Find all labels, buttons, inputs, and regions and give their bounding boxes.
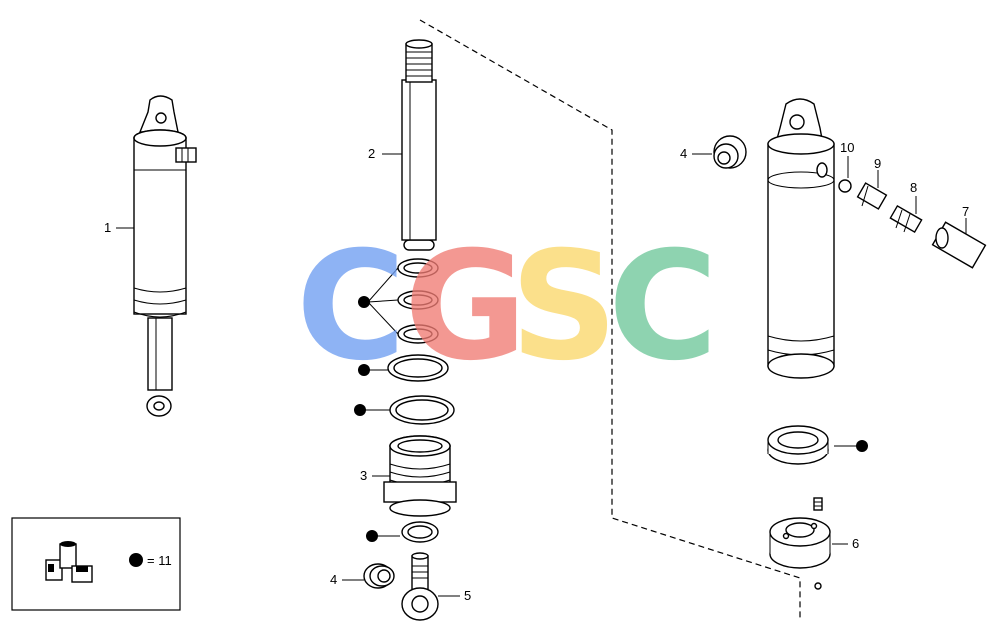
end-cap xyxy=(769,517,831,569)
bushing-lower xyxy=(363,563,395,589)
callout-1: 1 xyxy=(104,220,111,235)
set-screw xyxy=(813,497,823,511)
callout-9: 9 xyxy=(874,156,881,171)
seal-rings xyxy=(387,258,455,425)
fitting-9 xyxy=(856,182,888,210)
filled-dot-icon xyxy=(366,530,378,542)
callout-6: 6 xyxy=(852,536,859,551)
bushing-upper xyxy=(713,135,747,169)
filled-dot-icon xyxy=(354,404,366,416)
gland-nut xyxy=(383,435,457,517)
callout-3: 3 xyxy=(360,468,367,483)
seal-kit-icon xyxy=(45,541,93,583)
hose-fitting-7 xyxy=(931,221,987,269)
legend-box: = 11 xyxy=(11,517,181,611)
callout-4-upper: 4 xyxy=(680,146,687,161)
callout-2: 2 xyxy=(368,146,375,161)
piston-rod xyxy=(401,39,437,251)
watermark-letter-2: G xyxy=(404,220,527,394)
callout-8: 8 xyxy=(910,180,917,195)
washer xyxy=(838,179,852,193)
assembled-cylinder xyxy=(133,95,197,417)
watermark-letter-1: C xyxy=(296,220,406,394)
piston-ring-right xyxy=(767,425,829,465)
callout-10: 10 xyxy=(840,140,854,155)
watermark: C G S C xyxy=(296,220,718,394)
callout-5: 5 xyxy=(464,588,471,603)
ball xyxy=(814,582,822,590)
dashed-boundary-line xyxy=(419,19,801,620)
filled-dot-icon xyxy=(129,553,143,567)
watermark-letter-3: S xyxy=(510,220,618,394)
filled-dot-icon xyxy=(856,440,868,452)
seal-markers xyxy=(354,267,400,542)
watermark-letter-4: C xyxy=(608,220,718,394)
cylinder-barrel xyxy=(767,98,835,379)
filled-dot-icon xyxy=(358,364,370,376)
fitting-8 xyxy=(889,204,923,234)
callout-7: 7 xyxy=(962,204,969,219)
rod-eye xyxy=(401,552,439,621)
filled-dot-icon xyxy=(358,296,370,308)
callout-4-lower: 4 xyxy=(330,572,337,587)
legend-kit-text: = 11 xyxy=(147,553,172,568)
